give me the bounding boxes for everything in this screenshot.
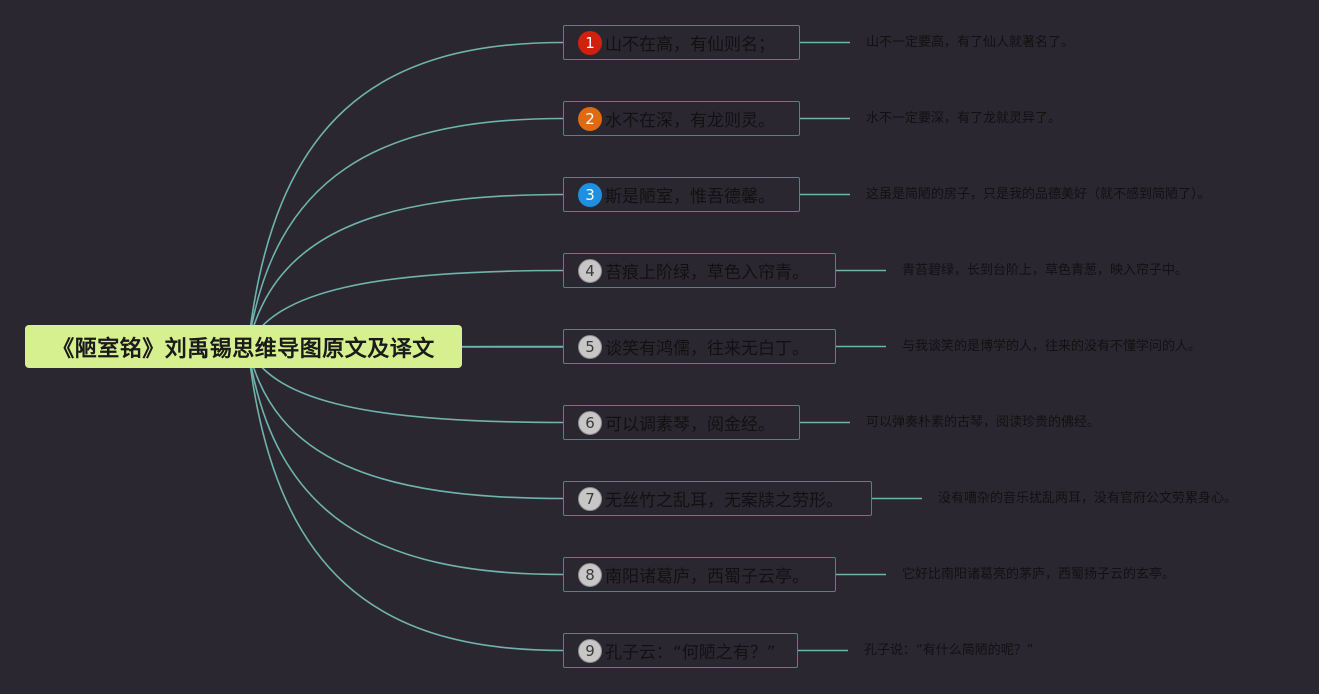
translation-topic-1[interactable]: 山不一定要高，有了仙人就著名了。	[866, 34, 1075, 50]
priority-6-icon: 6	[578, 410, 602, 435]
priority-4-icon: 4	[578, 258, 602, 283]
branch-topic-text: 苔痕上阶绿，草色入帘青。	[605, 263, 809, 283]
branch-connector	[247, 193, 564, 348]
branch-topic-text: 山不在高，有仙则名；	[605, 35, 775, 55]
translation-topic-3[interactable]: 这虽是简陋的房子，只是我的品德美好（就不感到简陋了）。	[866, 186, 1211, 202]
branch-topic-text: 无丝竹之乱耳，无案牍之劳形。	[605, 491, 843, 511]
priority-8-icon: 8	[578, 562, 602, 587]
branch-topic-text: 南阳诸葛庐，西蜀子云亭。	[605, 567, 809, 587]
priority-9-icon: 9	[578, 638, 602, 663]
priority-5-icon: 5	[578, 334, 602, 359]
branch-topic-text: 水不在深，有龙则灵。	[605, 111, 775, 131]
root-topic[interactable]: 《陋室铭》刘禹锡思维导图原文及译文	[25, 325, 462, 368]
branch-topic-text: 谈笑有鸿儒，往来无白丁。	[605, 339, 809, 359]
priority-3-icon: 3	[578, 182, 602, 207]
branch-topic-text: 孔子云：“何陋之有？”	[605, 643, 776, 663]
translation-topic-5[interactable]: 与我谈笑的是博学的人，往来的没有不懂学问的人。	[902, 338, 1202, 354]
branch-topic-text: 可以调素琴，阅金经。	[605, 415, 775, 435]
priority-7-icon: 7	[578, 486, 602, 511]
priority-1-icon: 1	[578, 30, 602, 55]
branch-connector	[247, 41, 564, 348]
branch-connector	[247, 346, 564, 576]
branch-connector	[247, 346, 564, 500]
branch-topic-text: 斯是陋室，惟吾德馨。	[605, 187, 775, 207]
translation-topic-4[interactable]: 青苔碧绿，长到台阶上，草色青葱，映入帘子中。	[902, 262, 1189, 278]
translation-topic-7[interactable]: 没有嘈杂的音乐扰乱两耳，没有官府公文劳累身心。	[938, 490, 1238, 506]
translation-topic-6[interactable]: 可以弹奏朴素的古琴，阅读珍贵的佛经。	[866, 414, 1101, 430]
translation-topic-2[interactable]: 水不一定要深，有了龙就灵异了。	[866, 110, 1062, 126]
priority-2-icon: 2	[578, 106, 602, 131]
branch-connector	[247, 117, 564, 348]
branch-connector	[247, 346, 564, 652]
translation-topic-9[interactable]: 孔子说：“有什么简陋的呢？”	[864, 642, 1034, 658]
root-topic-title: 《陋室铭》刘禹锡思维导图原文及译文	[52, 336, 435, 362]
translation-topic-8[interactable]: 它好比南阳诸葛亮的茅庐，西蜀扬子云的玄亭。	[902, 566, 1176, 582]
